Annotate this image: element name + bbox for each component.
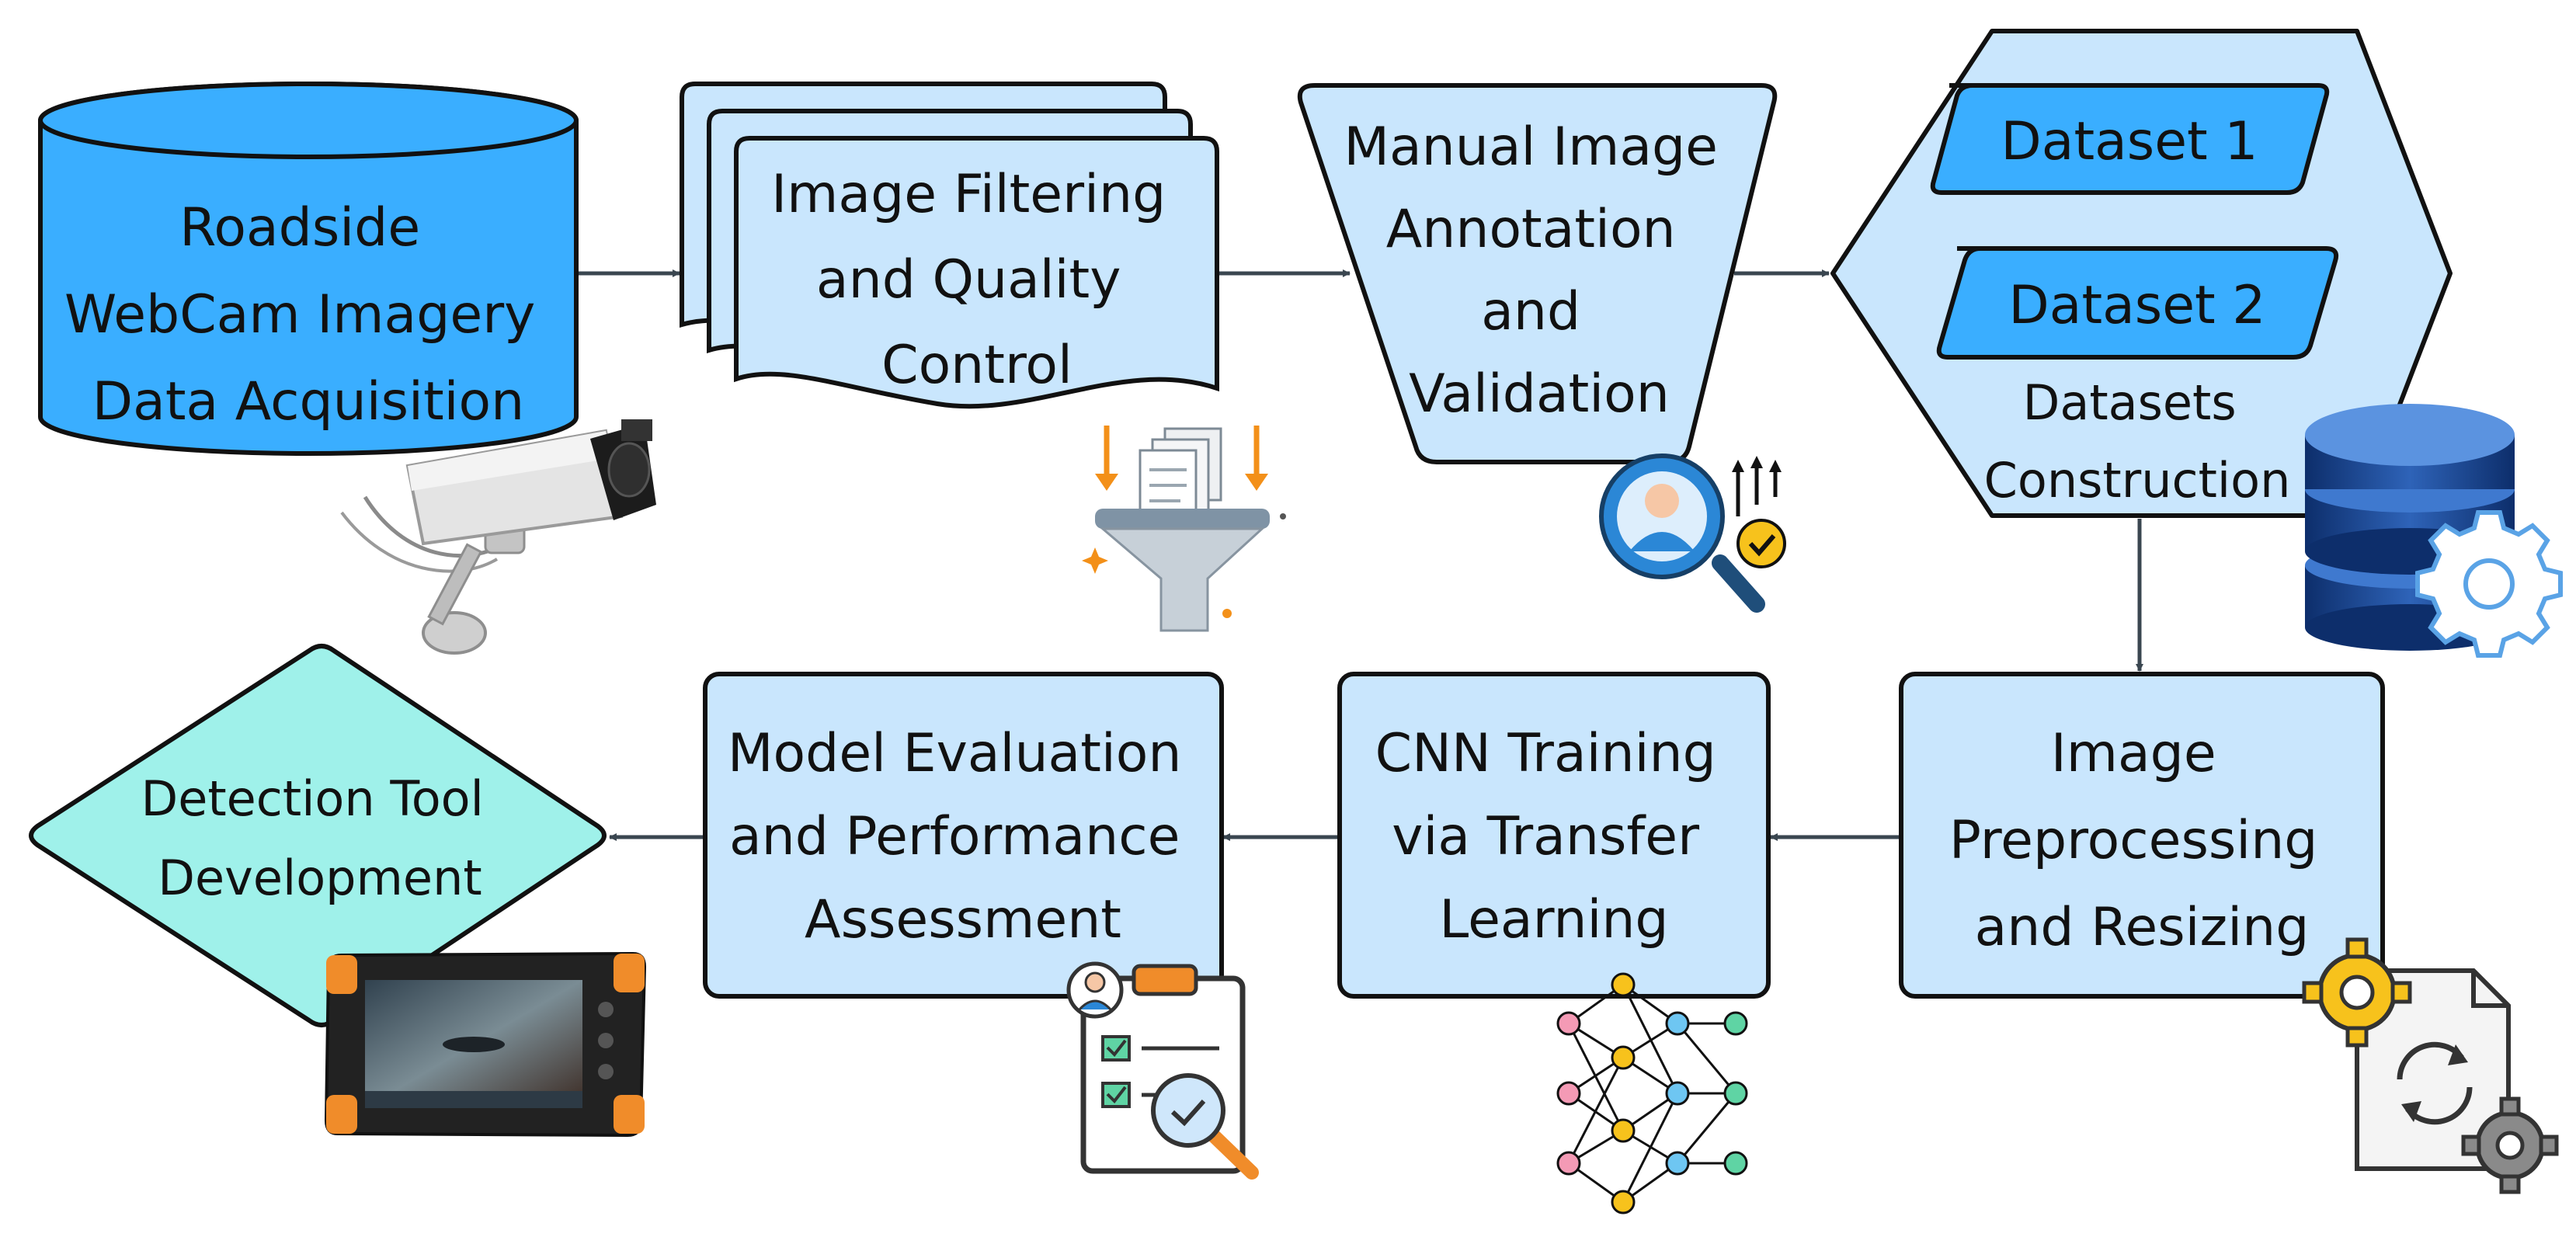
- datasets-label: Datasets Construction: [1984, 374, 2291, 509]
- security-camera-icon: [340, 419, 656, 655]
- preprocessing-box: [1899, 672, 2385, 999]
- annotation-label: Manual Image Annotation and Validation: [1344, 116, 1734, 425]
- training-box: [1337, 672, 1771, 999]
- training-line-2: via Transfer: [1392, 806, 1699, 867]
- document-funnel-icon: [1082, 426, 1286, 632]
- training-label: CNN Training via Transfer Learning: [1375, 723, 1733, 950]
- annotation-line-1: Manual Image: [1344, 116, 1718, 178]
- file-sync-gears-icon: [2302, 937, 2559, 1194]
- dataset-2-box: [1936, 246, 2339, 360]
- filtering-line-2: and Quality: [816, 249, 1121, 311]
- node-image-filtering: Image Filtering and Quality Control: [680, 82, 1219, 409]
- node-evaluation: Model Evaluation and Performance Assessm…: [703, 672, 1224, 999]
- preprocessing-line-1: Image: [2051, 723, 2216, 784]
- preprocessing-label: Image Preprocessing and Resizing: [1949, 723, 2334, 958]
- tool-line-1: Detection Tool: [141, 770, 483, 827]
- dataset-1-box: [1930, 83, 2330, 195]
- tool-line-2: Development: [158, 850, 481, 906]
- filtering-line-3: Control: [881, 335, 1072, 396]
- document-front: [734, 136, 1219, 409]
- node-datasets: Dataset 1 Dataset 2 Datasets Constructio…: [1830, 29, 2453, 518]
- acquisition-line-3: Data Acquisition: [92, 371, 524, 433]
- rugged-tablet-icon: [324, 951, 647, 1138]
- node-data-acquisition: Roadside WebCam Imagery Data Acquisition: [38, 82, 579, 456]
- user-search-check-icon: [1599, 453, 1786, 613]
- evaluation-label: Model Evaluation and Performance Assessm…: [728, 723, 1198, 950]
- acquisition-line-1: Roadside: [179, 197, 420, 259]
- neural-network-icon: [1556, 972, 1748, 1214]
- node-training: CNN Training via Transfer Learning: [1337, 672, 1771, 999]
- clipboard-check-icon: [1066, 961, 1259, 1180]
- dataset-2-label: Dataset 2: [2008, 275, 2265, 336]
- database-gear-icon: [2305, 404, 2563, 658]
- training-line-3: Learning: [1439, 889, 1668, 950]
- training-line-1: CNN Training: [1375, 723, 1716, 784]
- node-detection-tool: Detection Tool Development: [29, 644, 607, 1027]
- node-annotation: Manual Image Annotation and Validation: [1297, 83, 1778, 464]
- datasets-line-1: Datasets: [2023, 374, 2237, 431]
- evaluation-box: [703, 672, 1224, 999]
- dataset-1-label: Dataset 1: [2001, 111, 2258, 172]
- datasets-line-2: Construction: [1984, 452, 2291, 509]
- filtering-line-1: Image Filtering: [771, 164, 1166, 225]
- acquisition-label: Roadside WebCam Imagery Data Acquisition: [64, 197, 552, 433]
- annotation-line-4: Validation: [1409, 363, 1670, 425]
- acquisition-line-2: WebCam Imagery: [64, 284, 535, 346]
- connector-arrows: [579, 269, 2143, 841]
- preprocessing-line-3: and Resizing: [1975, 897, 2310, 958]
- node-preprocessing: Image Preprocessing and Resizing: [1899, 672, 2385, 999]
- cylinder-top: [38, 82, 579, 159]
- preprocessing-line-2: Preprocessing: [1949, 810, 2318, 871]
- evaluation-line-1: Model Evaluation: [728, 723, 1182, 784]
- evaluation-line-2: and Performance: [729, 806, 1180, 867]
- tool-label: Detection Tool Development: [141, 770, 499, 906]
- annotation-line-3: and: [1481, 281, 1580, 342]
- filtering-label: Image Filtering and Quality Control: [771, 164, 1183, 396]
- evaluation-line-3: Assessment: [805, 889, 1121, 950]
- annotation-line-2: Annotation: [1386, 199, 1676, 260]
